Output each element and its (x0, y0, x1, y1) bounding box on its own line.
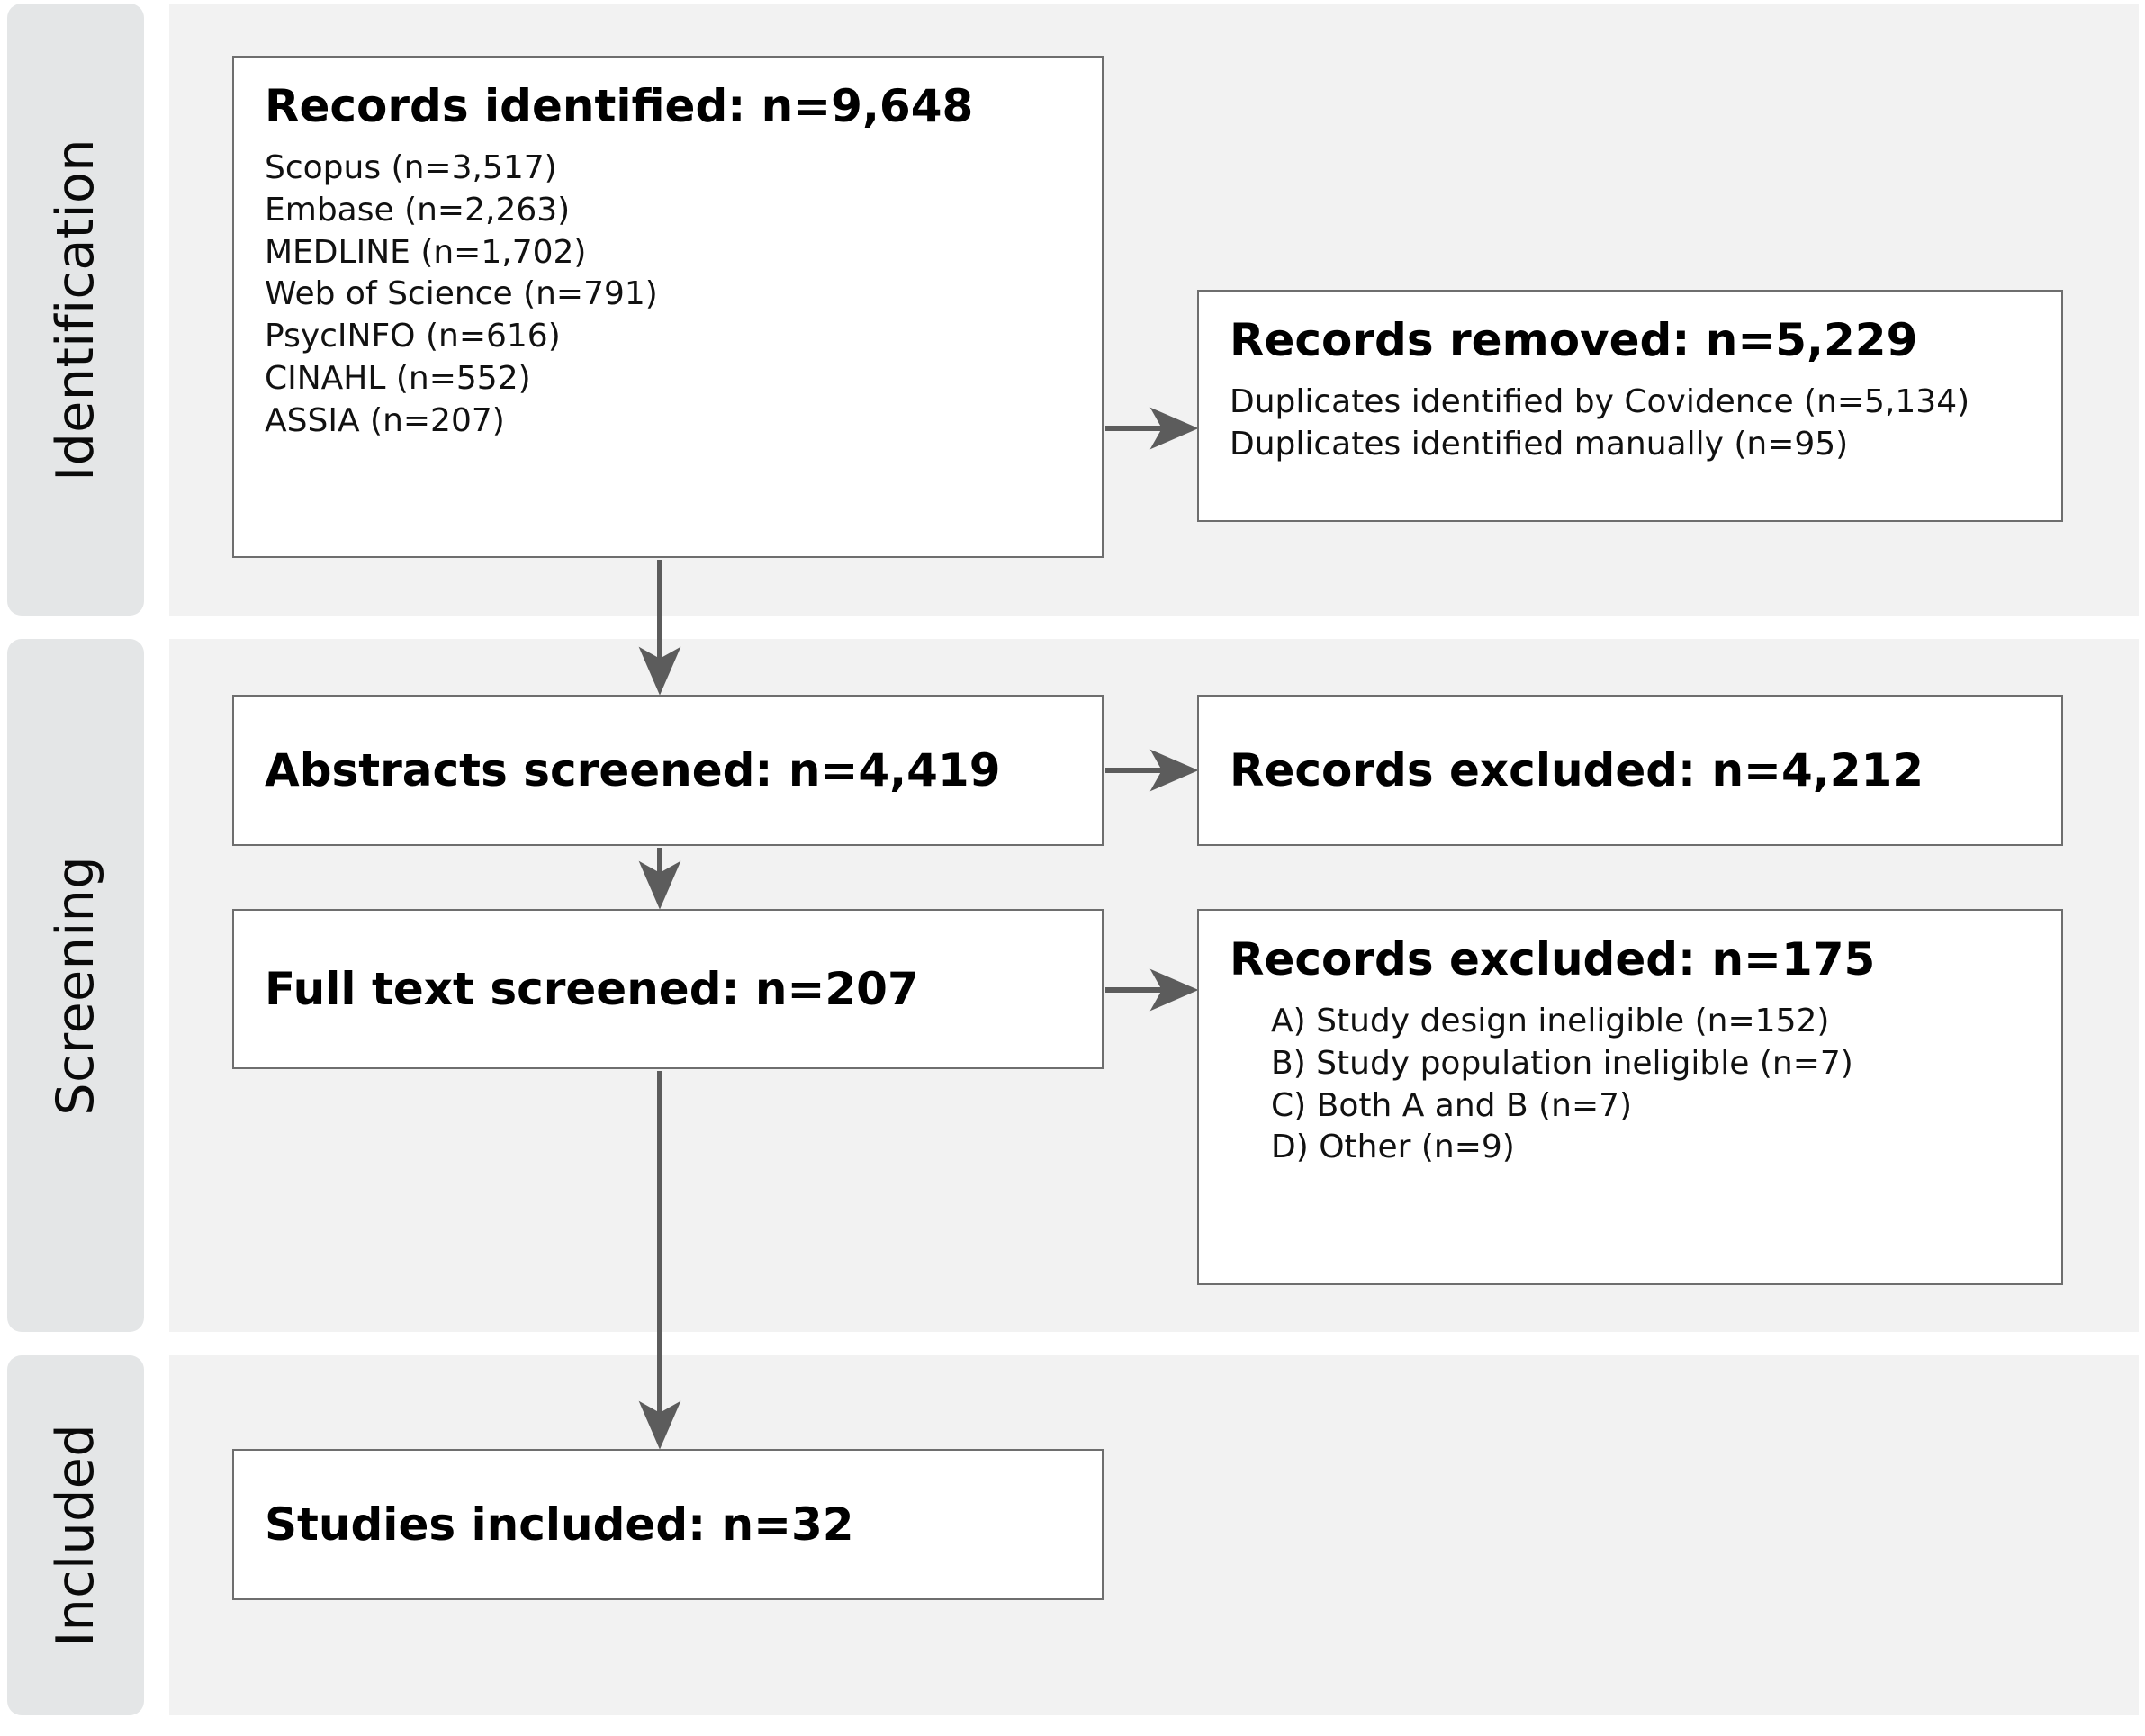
source-item: Web of Science (n=791) (265, 275, 658, 313)
node-full-text-screened-title: Full text screened: n=207 (265, 963, 919, 1015)
node-full-text-screened: Full text screened: n=207 (232, 909, 1104, 1069)
stage-label-screening-text: Screening (45, 855, 105, 1116)
node-abstracts-screened-title: Abstracts screened: n=4,419 (265, 744, 1001, 796)
stage-label-screening: Screening (7, 639, 144, 1332)
node-studies-included: Studies included: n=32 (232, 1449, 1104, 1600)
source-item: PsycINFO (n=616) (265, 318, 561, 355)
reason-item: A) Study design ineligible (n=152) (1271, 1003, 1830, 1039)
node-studies-included-title: Studies included: n=32 (265, 1498, 854, 1551)
node-records-excluded-fulltext-reasons: A) Study design ineligible (n=152) B) St… (1230, 1001, 2031, 1169)
reason-item: Duplicates identified manually (n=95) (1230, 425, 1849, 463)
reason-item: D) Other (n=9) (1271, 1129, 1515, 1166)
source-item: CINAHL (n=552) (265, 359, 531, 397)
node-records-identified-title: Records identified: n=9,648 (265, 80, 974, 132)
node-abstracts-screened: Abstracts screened: n=4,419 (232, 695, 1104, 846)
node-records-removed-title: Records removed: n=5,229 (1230, 314, 1918, 366)
source-item: MEDLINE (n=1,702) (265, 233, 587, 271)
node-records-removed: Records removed: n=5,229 Duplicates iden… (1197, 290, 2063, 522)
node-records-excluded-abstracts: Records excluded: n=4,212 (1197, 695, 2063, 846)
node-records-removed-reasons: Duplicates identified by Covidence (n=5,… (1230, 382, 2031, 466)
reason-item: C) Both A and B (n=7) (1271, 1086, 1633, 1124)
stage-label-included-text: Included (45, 1424, 105, 1647)
node-records-identified-sources: Scopus (n=3,517) Embase (n=2,263) MEDLIN… (265, 148, 1071, 443)
source-item: Embase (n=2,263) (265, 191, 571, 229)
source-item: Scopus (n=3,517) (265, 149, 557, 186)
reason-item: Duplicates identified by Covidence (n=5,… (1230, 383, 1970, 420)
node-records-excluded-fulltext: Records excluded: n=175 A) Study design … (1197, 909, 2063, 1285)
node-records-excluded-fulltext-title: Records excluded: n=175 (1230, 933, 1876, 985)
stage-label-included: Included (7, 1355, 144, 1715)
node-records-excluded-abstracts-title: Records excluded: n=4,212 (1230, 744, 1924, 796)
stage-label-identification: Identification (7, 4, 144, 616)
source-item: ASSIA (n=207) (265, 401, 505, 439)
reason-item: B) Study population ineligible (n=7) (1271, 1044, 1853, 1082)
stage-label-identification-text: Identification (45, 138, 105, 481)
node-records-identified: Records identified: n=9,648 Scopus (n=3,… (232, 56, 1104, 558)
